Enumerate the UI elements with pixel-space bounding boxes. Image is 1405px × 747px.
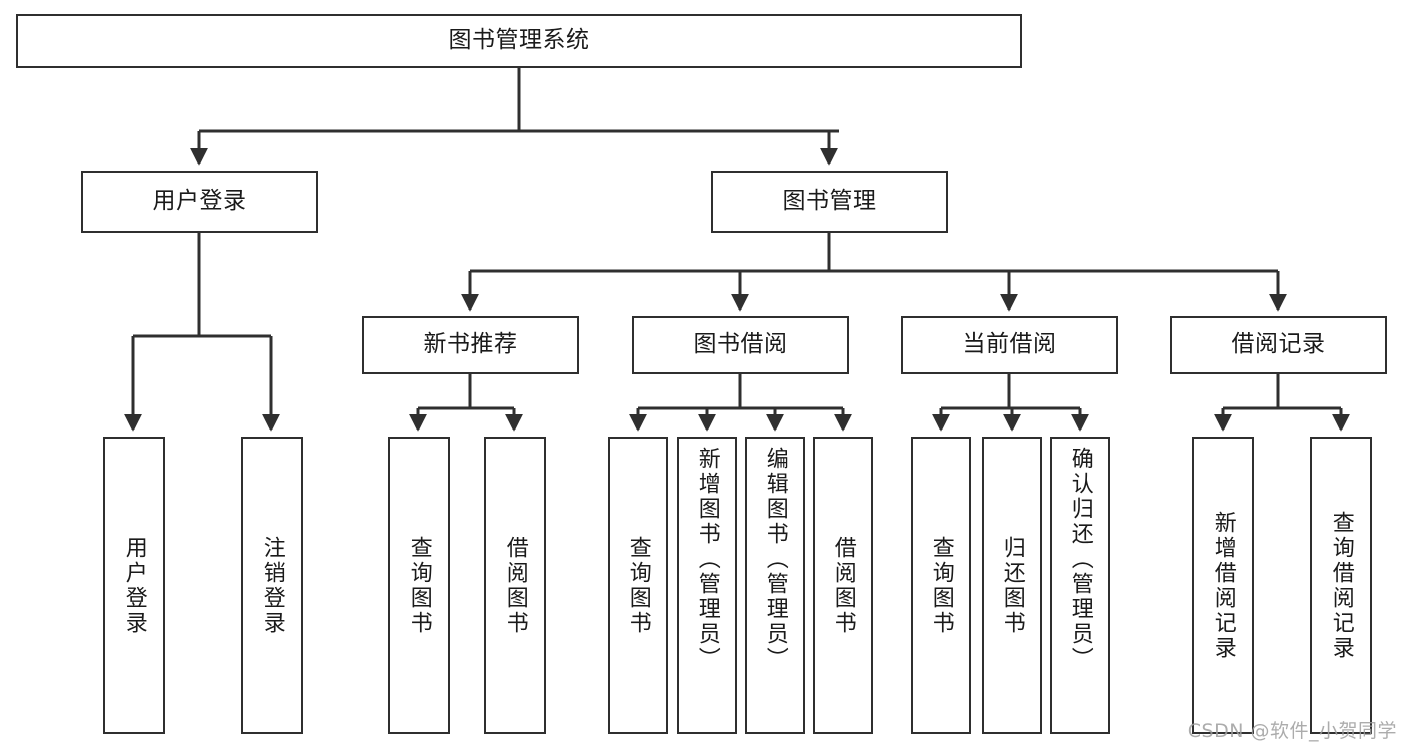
node-book-manage[interactable]: 图书管理 — [711, 171, 948, 233]
node-current-borrow[interactable]: 当前借阅 — [901, 316, 1118, 374]
node-new-book-recommend[interactable]: 新书推荐 — [362, 316, 579, 374]
node-leaf-borrow-add-book-label: 新增图书（管理员） — [694, 447, 720, 672]
node-leaf-rec-query-book[interactable]: 查询图书 — [388, 437, 450, 734]
node-new-book-recommend-label: 新书推荐 — [423, 331, 518, 358]
node-leaf-current-return-book-label: 归还图书 — [999, 535, 1025, 636]
node-leaf-user-login-label: 用户登录 — [121, 535, 147, 636]
node-borrow-record-label: 借阅记录 — [1231, 331, 1326, 358]
node-leaf-borrow-lend-book-label: 借阅图书 — [830, 535, 856, 636]
node-leaf-user-logout-label: 注销登录 — [259, 535, 285, 636]
node-user-login[interactable]: 用户登录 — [81, 171, 318, 233]
node-leaf-current-confirm-return[interactable]: 确认归还（管理员） — [1050, 437, 1110, 734]
csdn-watermark: CSDN @软件_小贺同学 — [1187, 720, 1397, 742]
node-leaf-rec-borrow-book[interactable]: 借阅图书 — [484, 437, 546, 734]
node-book-manage-label: 图书管理 — [782, 188, 877, 215]
node-leaf-current-confirm-return-label: 确认归还（管理员） — [1067, 447, 1093, 672]
node-leaf-rec-query-book-label: 查询图书 — [406, 535, 432, 636]
node-borrow-record[interactable]: 借阅记录 — [1170, 316, 1387, 374]
node-leaf-borrow-edit-book-label: 编辑图书（管理员） — [762, 447, 788, 672]
node-current-borrow-label: 当前借阅 — [962, 331, 1057, 358]
node-leaf-borrow-add-book[interactable]: 新增图书（管理员） — [677, 437, 737, 734]
node-leaf-borrow-query-book-label: 查询图书 — [625, 535, 651, 636]
node-leaf-borrow-lend-book[interactable]: 借阅图书 — [813, 437, 873, 734]
node-user-login-label: 用户登录 — [152, 188, 247, 215]
node-leaf-rec-borrow-book-label: 借阅图书 — [502, 535, 528, 636]
node-leaf-record-query[interactable]: 查询借阅记录 — [1310, 437, 1372, 734]
node-leaf-record-add[interactable]: 新增借阅记录 — [1192, 437, 1254, 734]
node-leaf-record-query-label: 查询借阅记录 — [1328, 510, 1354, 661]
node-leaf-user-login[interactable]: 用户登录 — [103, 437, 165, 734]
node-leaf-record-add-label: 新增借阅记录 — [1210, 510, 1236, 661]
node-leaf-user-logout[interactable]: 注销登录 — [241, 437, 303, 734]
node-leaf-borrow-edit-book[interactable]: 编辑图书（管理员） — [745, 437, 805, 734]
node-leaf-borrow-query-book[interactable]: 查询图书 — [608, 437, 668, 734]
node-leaf-current-query-book[interactable]: 查询图书 — [911, 437, 971, 734]
node-book-borrow[interactable]: 图书借阅 — [632, 316, 849, 374]
node-leaf-current-query-book-label: 查询图书 — [928, 535, 954, 636]
node-root[interactable]: 图书管理系统 — [16, 14, 1022, 68]
node-leaf-current-return-book[interactable]: 归还图书 — [982, 437, 1042, 734]
node-book-borrow-label: 图书借阅 — [693, 331, 788, 358]
node-root-label: 图书管理系统 — [448, 27, 590, 54]
